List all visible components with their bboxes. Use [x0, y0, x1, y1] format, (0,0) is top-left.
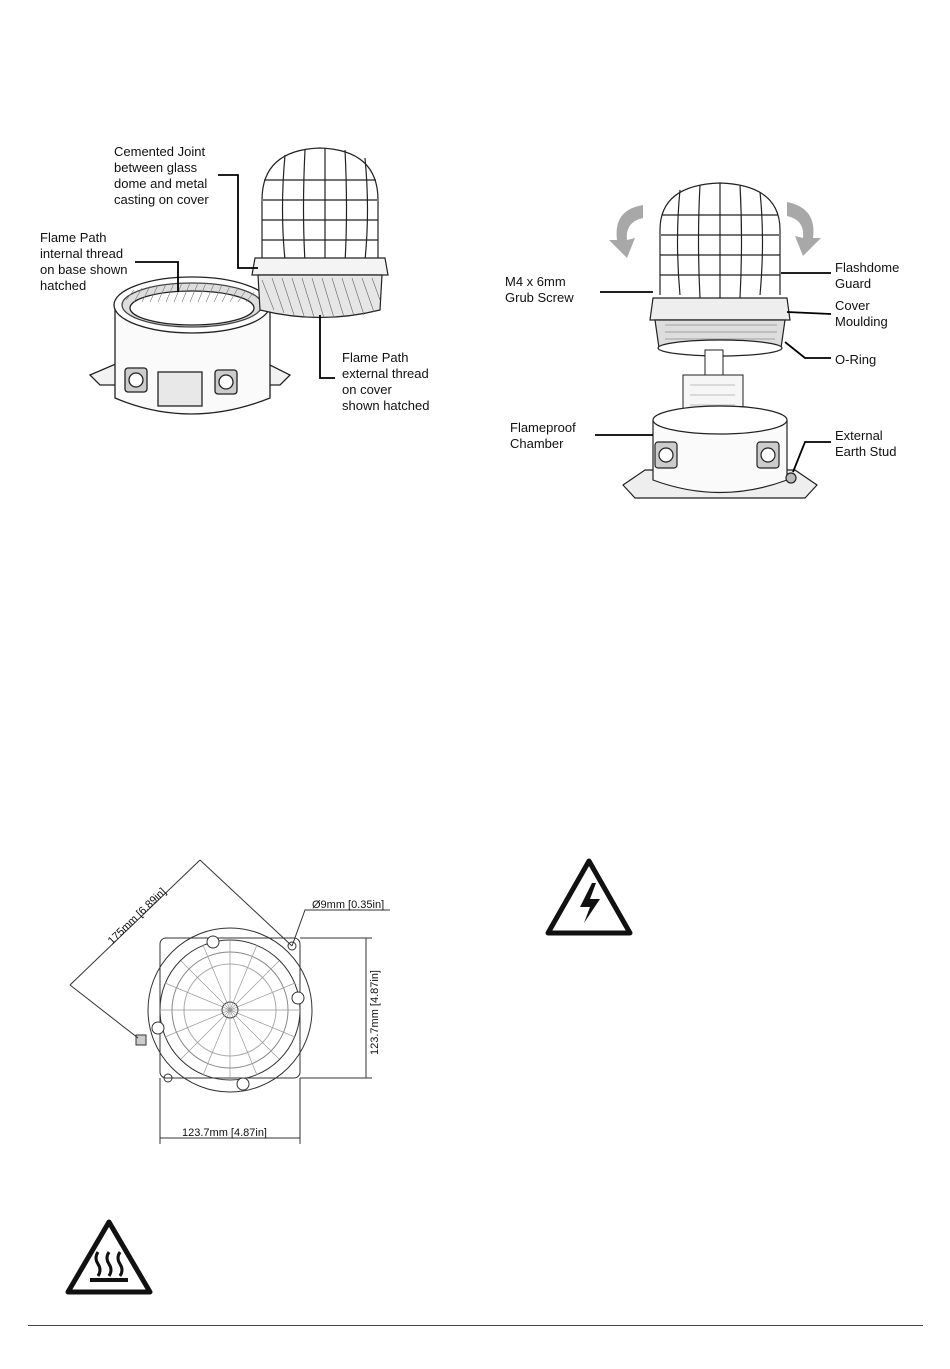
label-earth-stud: External Earth Stud: [835, 428, 897, 459]
label-grub-screw: M4 x 6mm Grub Screw: [505, 274, 574, 305]
label-o-ring: O-Ring: [835, 352, 877, 367]
dim-hole: Ø9mm [0.35in]: [312, 899, 384, 911]
label-flame-path-internal: Flame Path internal thread on base shown…: [40, 230, 128, 293]
cover-thread-hatching: [261, 277, 381, 319]
label-flameproof-chamber: Flameproof Chamber: [510, 420, 576, 451]
exploded-assembly-illustration: [595, 182, 832, 499]
figure-flame-paths: Cemented Joint between glass dome and me…: [30, 130, 470, 430]
footer-divider: [28, 1325, 923, 1326]
flashdome-guard: [659, 182, 781, 299]
figure-exploded-assembly: M4 x 6mm Grub Screw Flashdome Guard Cove…: [505, 180, 925, 510]
figure-dimensions: 175mm [6.89in] Ø9mm [0.35in] 123.7mm [4.…: [60, 850, 420, 1150]
dim-diagonal: 175mm [6.89in]: [106, 886, 169, 947]
label-flame-path-external: Flame Path external thread on cover show…: [342, 350, 430, 413]
dim-vertical: 123.7mm [4.87in]: [369, 970, 381, 1055]
leader-lines: [595, 272, 832, 473]
dim-horizontal: 123.7mm [4.87in]: [182, 1127, 267, 1139]
cover-moulding: [649, 297, 791, 357]
dome-cover: [251, 147, 389, 319]
top-view-outline: [135, 927, 313, 1093]
label-cemented-joint: Cemented Joint between glass dome and me…: [114, 144, 209, 207]
rotate-right-arrow-icon: [787, 202, 821, 256]
rotate-left-arrow-icon: [609, 205, 643, 258]
dimension-lines: [69, 859, 390, 1144]
label-cover-moulding: Cover Moulding: [835, 298, 888, 329]
base-housing: [88, 276, 292, 415]
flame-path-illustration: [88, 147, 389, 415]
dimension-drawing: 175mm [6.89in] Ø9mm [0.35in] 123.7mm [4.…: [69, 859, 390, 1144]
electric-shock-warning-icon: [544, 857, 634, 937]
flameproof-chamber: [622, 405, 818, 499]
hot-surface-warning-icon: [64, 1218, 154, 1296]
base-thread-hatching: [125, 282, 255, 303]
label-flashdome-guard: Flashdome Guard: [835, 260, 900, 291]
leader-lines: [135, 174, 335, 379]
